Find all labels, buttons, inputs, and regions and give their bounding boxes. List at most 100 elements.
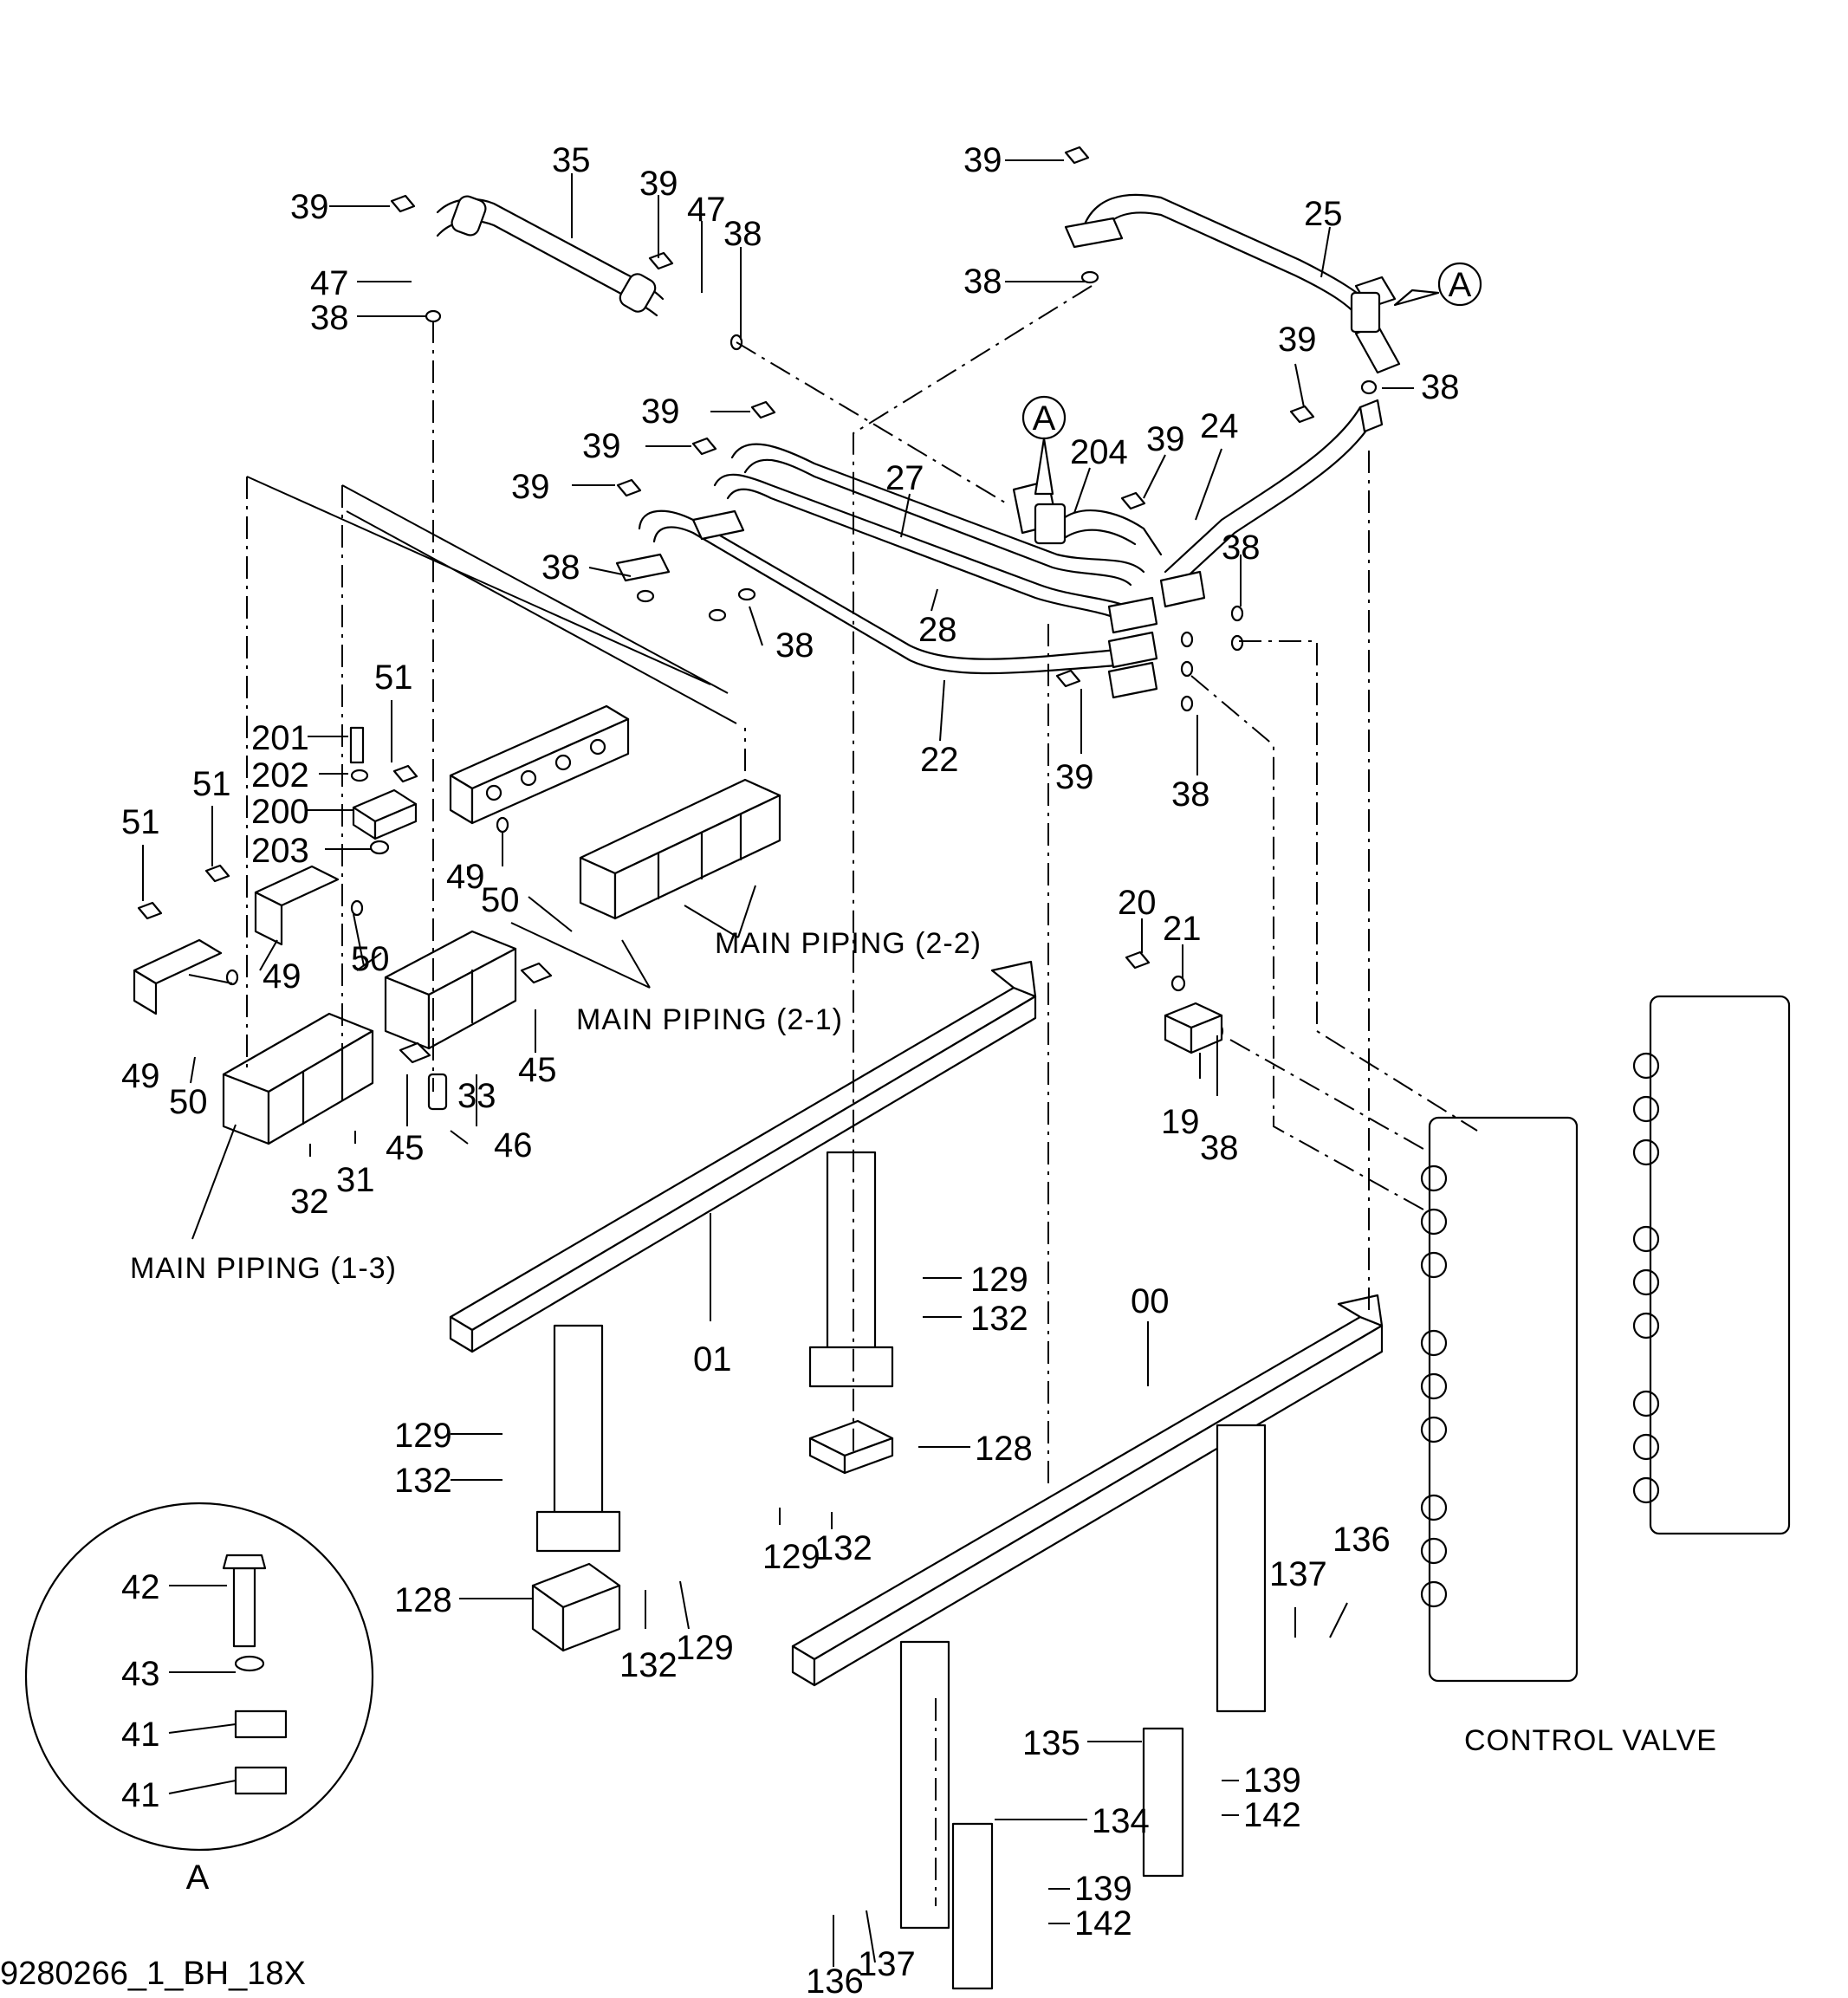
view-marker-a-1: A <box>1393 262 1482 307</box>
callout-139-a: 139 <box>1243 1761 1301 1800</box>
callout-35: 35 <box>552 141 591 179</box>
callout-39-c: 39 <box>963 141 1002 179</box>
callout-203: 203 <box>251 832 309 870</box>
pipe-24 <box>1164 405 1375 587</box>
callout-38-h: 38 <box>1171 775 1210 814</box>
callout-45-b: 45 <box>386 1129 425 1167</box>
detail-callout-43: 43 <box>121 1655 160 1693</box>
callout-137-a: 137 <box>1269 1555 1327 1593</box>
callout-51-c: 51 <box>121 803 160 841</box>
detail-a-leaders <box>168 1585 237 1794</box>
callout-22: 22 <box>920 741 959 779</box>
callout-132-b: 132 <box>394 1462 452 1500</box>
frame-01 <box>449 960 1037 1553</box>
detail-callout-41a: 41 <box>121 1716 160 1754</box>
main-piping-2-2-block <box>579 778 781 920</box>
callout-128-a: 128 <box>975 1430 1033 1468</box>
callout-20: 20 <box>1118 884 1157 922</box>
main-piping-2-1-block <box>384 930 517 1050</box>
callout-leaders <box>142 159 1414 1967</box>
detail-a-circle <box>24 1502 374 1852</box>
block-19 <box>1164 1002 1223 1054</box>
detail-callout-41b: 41 <box>121 1776 160 1814</box>
callout-50-b: 50 <box>351 940 390 978</box>
callout-50-a: 50 <box>481 881 520 919</box>
callout-39-b: 39 <box>639 165 678 203</box>
callout-39-a: 39 <box>290 188 329 226</box>
callout-51-a: 51 <box>374 658 413 697</box>
callout-47-a: 47 <box>310 264 349 302</box>
callout-39-e: 39 <box>1146 420 1185 458</box>
callout-47-b: 47 <box>687 191 726 229</box>
callout-204: 204 <box>1070 433 1128 471</box>
callout-128-b: 128 <box>394 1581 452 1619</box>
view-marker-a-2: A <box>1021 395 1067 496</box>
callout-33: 33 <box>457 1077 496 1115</box>
center-lines <box>246 285 1478 1906</box>
flange-49-small <box>133 865 340 1015</box>
callout-39-i: 39 <box>1055 758 1094 796</box>
caption-main-piping-2-2: MAIN PIPING (2-2) <box>715 927 982 960</box>
callout-32: 32 <box>290 1183 329 1221</box>
callout-201: 201 <box>251 719 309 757</box>
callout-135: 135 <box>1022 1724 1080 1762</box>
callout-139-b: 139 <box>1074 1870 1132 1908</box>
callout-129-a: 129 <box>970 1261 1028 1299</box>
callout-38-e: 38 <box>541 548 580 587</box>
callout-200: 200 <box>251 793 309 831</box>
callout-136-a: 136 <box>1333 1521 1391 1559</box>
callout-132-c: 132 <box>814 1529 872 1567</box>
flange-set <box>615 217 1401 699</box>
callout-129-d: 129 <box>676 1629 734 1667</box>
detail-caption-a: A <box>186 1859 210 1897</box>
callout-19: 19 <box>1161 1103 1200 1141</box>
block-200 <box>352 788 418 840</box>
fitting-A <box>1034 291 1381 545</box>
callout-24: 24 <box>1200 407 1239 445</box>
main-piping-1-3-block <box>222 1012 374 1145</box>
callouts: 35 39 47 38 39 47 38 39 38 25 39 38 24 3… <box>121 141 1460 1998</box>
callout-39-g: 39 <box>582 427 621 465</box>
pipe-35 <box>436 195 665 317</box>
bracket-128 <box>531 1419 894 1652</box>
callout-137-b: 137 <box>858 1945 916 1983</box>
drawing-id: 9280266_1_BH_18X <box>0 1956 306 1992</box>
callout-132-a: 132 <box>970 1300 1028 1338</box>
callout-202: 202 <box>251 756 309 795</box>
flange-manifold-49 <box>449 704 630 825</box>
callout-129-b: 129 <box>394 1417 452 1455</box>
pipe-27 <box>730 443 1145 587</box>
caption-control-valve: CONTROL VALVE <box>1464 1724 1717 1757</box>
callout-38-f: 38 <box>775 626 814 665</box>
callout-31: 31 <box>336 1161 375 1199</box>
callout-49-a: 49 <box>446 858 485 896</box>
callout-39-f: 39 <box>641 392 680 431</box>
callout-01: 01 <box>693 1340 732 1378</box>
caption-main-piping-1-3: MAIN PIPING (1-3) <box>130 1252 397 1285</box>
callout-46: 46 <box>494 1126 533 1164</box>
callout-39-d: 39 <box>1278 321 1317 359</box>
view-marker-a-1-label: A <box>1449 266 1472 304</box>
callout-142-b: 142 <box>1074 1904 1132 1943</box>
callout-136-b: 136 <box>806 1962 864 1998</box>
callout-38-i: 38 <box>1200 1129 1239 1167</box>
pipe-204 <box>1060 509 1163 556</box>
callout-38-c: 38 <box>963 263 1002 301</box>
frame-00 <box>791 1294 1384 1930</box>
callout-142-a: 142 <box>1243 1796 1301 1834</box>
caption-main-piping-2-1: MAIN PIPING (2-1) <box>576 1003 843 1036</box>
callout-38-b: 38 <box>723 215 762 253</box>
callout-25: 25 <box>1304 195 1343 233</box>
callout-39-h: 39 <box>511 468 550 506</box>
callout-49-c: 49 <box>121 1057 160 1095</box>
callout-38-a: 38 <box>310 299 349 337</box>
callout-45-a: 45 <box>518 1051 557 1089</box>
pipe-28 <box>713 473 1137 626</box>
callout-27: 27 <box>885 459 924 497</box>
callout-129-c: 129 <box>762 1538 820 1576</box>
callout-38-d: 38 <box>1421 368 1460 406</box>
callout-49-b: 49 <box>263 957 302 996</box>
callout-21: 21 <box>1163 910 1202 948</box>
detail-callout-42: 42 <box>121 1568 160 1606</box>
